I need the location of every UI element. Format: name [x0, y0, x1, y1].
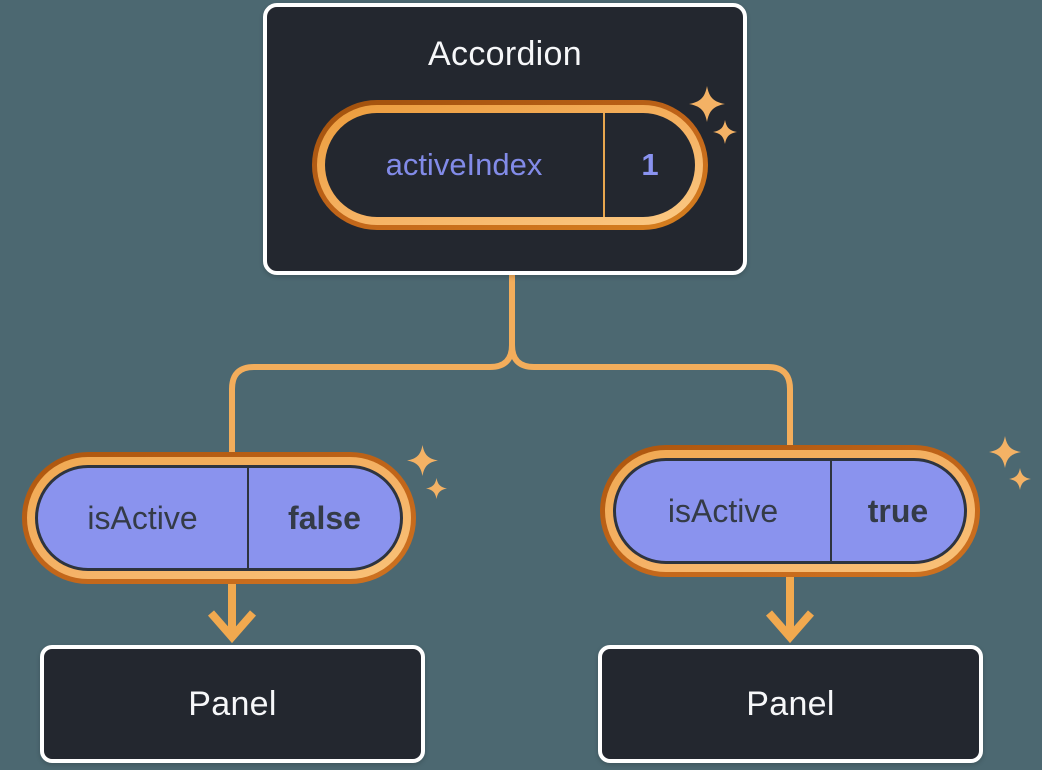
prop-pill-right-divider	[830, 461, 832, 561]
accordion-title: Accordion	[428, 35, 582, 73]
state-pill-ring: activeIndex 1	[317, 105, 703, 225]
prop-pill-left-divider	[247, 468, 249, 568]
branch-line-left	[229, 272, 515, 454]
sparkle-icon	[426, 478, 447, 499]
prop-pill-right-label: isActive	[667, 492, 779, 529]
arrow-left-head	[207, 610, 257, 644]
state-pill-divider	[603, 113, 605, 217]
sparkle-icon	[407, 445, 438, 476]
state-pill-value: 1	[641, 147, 659, 182]
panel-right-label: Panel	[746, 684, 835, 723]
prop-pill-right-body: isActive true	[613, 458, 967, 564]
sparkle-icon	[713, 120, 737, 144]
prop-pill-left-label: isActive	[87, 499, 198, 536]
panel-box-right: Panel	[598, 645, 983, 763]
sparkle-icon	[689, 86, 725, 122]
branch-line-right	[509, 272, 793, 447]
prop-pill-right-value: true	[867, 492, 929, 529]
prop-pill-right-ring: isActive true	[605, 450, 975, 572]
prop-pill-left-body: isActive false	[35, 465, 403, 571]
arrow-right-head	[765, 610, 815, 644]
sparkle-icon	[1009, 468, 1031, 490]
panel-left-label: Panel	[188, 684, 277, 723]
prop-pill-left-value: false	[288, 499, 361, 536]
prop-pill-left-ring: isActive false	[27, 457, 411, 579]
state-pill-body: activeIndex 1	[325, 113, 695, 217]
prop-pill-right: isActive true	[600, 445, 980, 577]
prop-pill-left: isActive false	[22, 452, 416, 584]
state-pill-label: activeIndex	[385, 147, 543, 182]
state-pill: activeIndex 1	[312, 100, 708, 230]
panel-box-left: Panel	[40, 645, 425, 763]
sparkle-icon	[989, 436, 1021, 468]
